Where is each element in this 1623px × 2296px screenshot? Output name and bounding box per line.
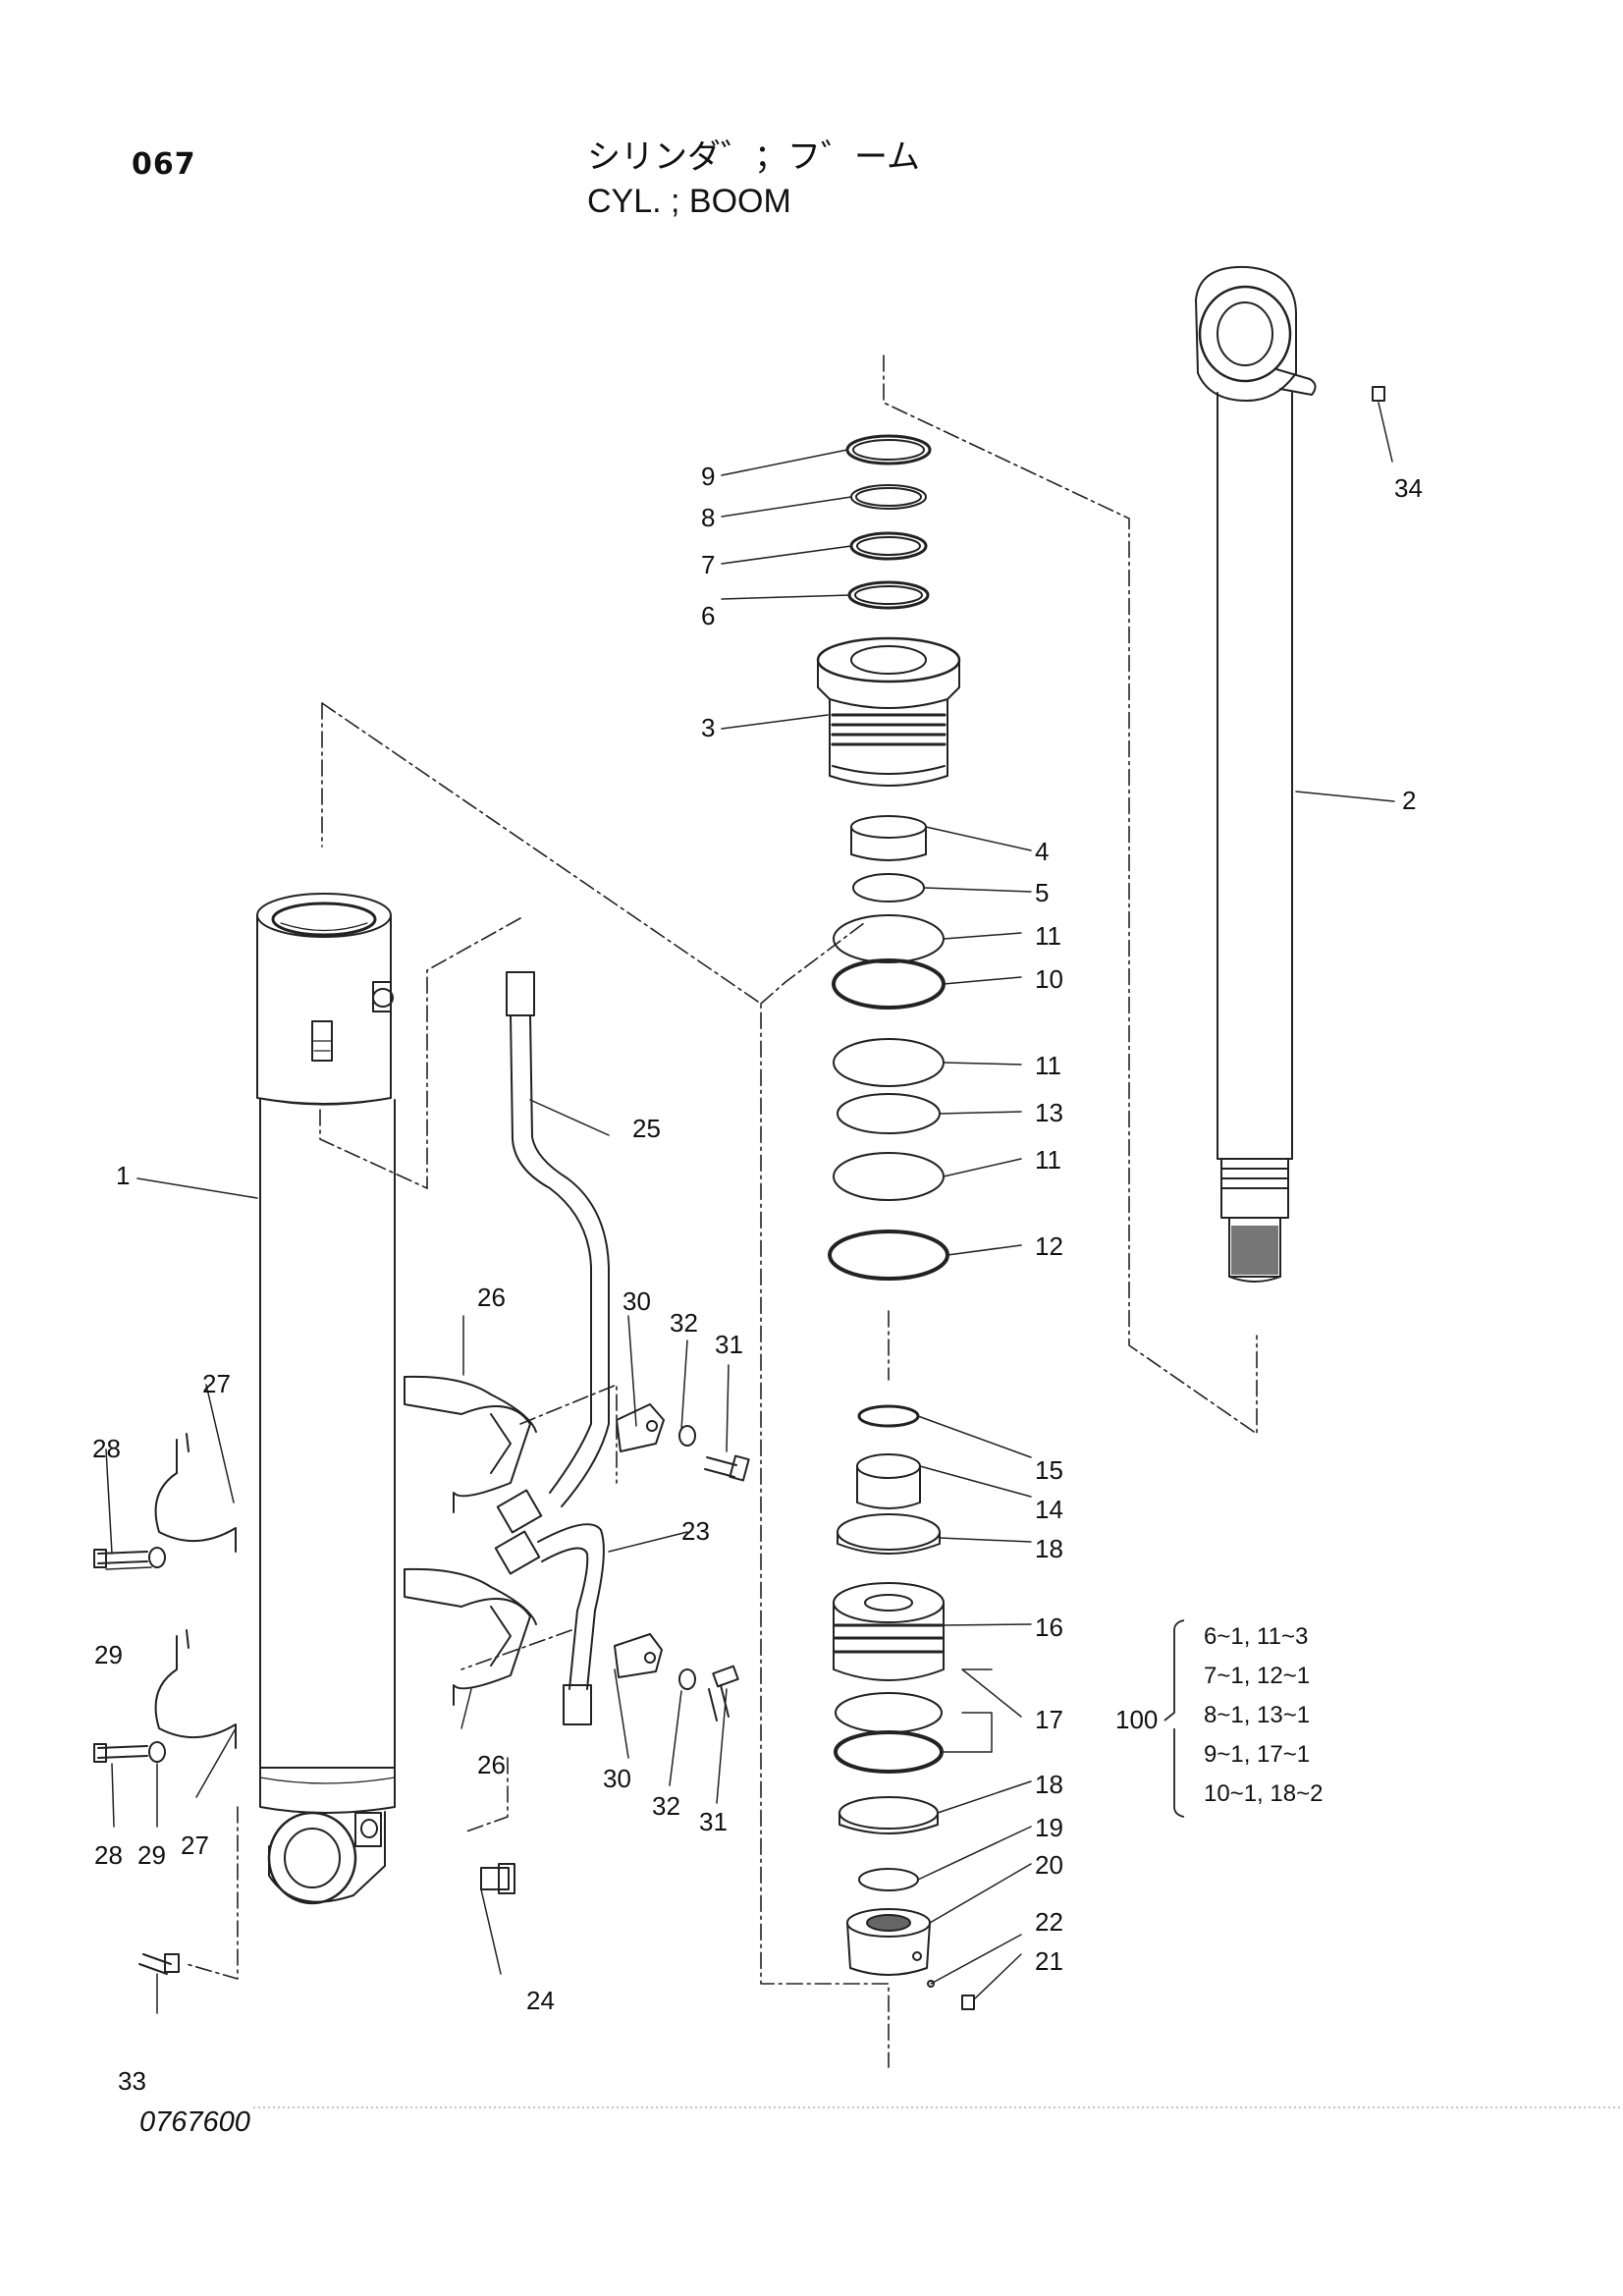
rod-head-part	[816, 636, 961, 787]
pipes	[494, 971, 610, 1725]
seal-stack-middle	[828, 815, 949, 1281]
callout-5: 5	[1035, 878, 1049, 907]
drawing-number: 0767600	[139, 2106, 250, 2138]
callout-labels: 1 2 3 4 5 6 7 8 9 10 11 11 11 12 13 14 1…	[92, 462, 1423, 2096]
callout-8: 8	[701, 503, 715, 532]
callout-4: 4	[1035, 837, 1049, 866]
callout-30-b: 30	[603, 1764, 631, 1793]
callout-2: 2	[1402, 786, 1416, 815]
callout-7: 7	[701, 550, 715, 579]
callout-19: 19	[1035, 1813, 1063, 1842]
seal-kit-entry: 7~1, 12~1	[1204, 1663, 1310, 1689]
callout-29-b: 29	[137, 1840, 166, 1870]
assembly-guide-lines	[186, 355, 1258, 2068]
callout-23: 23	[681, 1516, 710, 1546]
callout-21: 21	[1035, 1946, 1063, 1976]
title-japanese: シリンダ゛；フ゛ーム	[587, 137, 920, 177]
callout-11-b: 11	[1035, 1051, 1061, 1080]
callout-1: 1	[116, 1161, 130, 1190]
callout-3: 3	[701, 713, 715, 742]
callout-10: 10	[1035, 964, 1063, 994]
callout-11-a: 11	[1035, 921, 1061, 951]
seal-kit-label: 100	[1115, 1705, 1158, 1734]
callout-9: 9	[701, 462, 715, 491]
seal-kit-entry: 10~1, 18~2	[1204, 1780, 1323, 1807]
callout-15: 15	[1035, 1455, 1063, 1485]
piston-stack-lower	[833, 1404, 975, 2010]
callout-18-b: 18	[1035, 1770, 1063, 1799]
cylinder-tube-part	[256, 893, 396, 1905]
callout-30-a: 30	[622, 1286, 651, 1316]
seal-kit-entry: 9~1, 17~1	[1204, 1741, 1310, 1768]
clamps-and-brackets	[154, 1375, 665, 1749]
callout-31-b: 31	[699, 1807, 728, 1836]
callout-24: 24	[526, 1986, 555, 2015]
callout-27-b: 27	[181, 1831, 209, 1860]
callout-31-a: 31	[715, 1330, 743, 1359]
page-number: 067	[132, 147, 196, 182]
seal-kit-group: 100 6~1, 11~3 7~1, 12~1 8~1, 13~1 9~1, 1…	[1115, 1619, 1323, 1818]
callout-27-a: 27	[202, 1369, 231, 1398]
callout-25: 25	[632, 1114, 661, 1143]
callout-29-a: 29	[94, 1640, 123, 1669]
small-hardware	[93, 386, 1385, 1975]
callout-28-a: 28	[92, 1434, 121, 1463]
callout-22: 22	[1035, 1907, 1063, 1937]
callout-14: 14	[1035, 1495, 1063, 1524]
callout-16: 16	[1035, 1613, 1063, 1642]
leader-lines	[105, 402, 1395, 2014]
callout-13: 13	[1035, 1098, 1063, 1127]
callout-11-c: 11	[1035, 1145, 1061, 1175]
callout-28-b: 28	[94, 1840, 123, 1870]
callout-6: 6	[701, 601, 715, 630]
callout-20: 20	[1035, 1850, 1063, 1880]
callout-12: 12	[1035, 1231, 1063, 1261]
callout-33: 33	[118, 2066, 146, 2096]
callout-17: 17	[1035, 1705, 1063, 1734]
callout-34: 34	[1394, 473, 1423, 503]
seal-kit-entry: 8~1, 13~1	[1204, 1702, 1310, 1728]
ring-stack-upper	[845, 434, 932, 610]
callout-26-a: 26	[477, 1283, 506, 1312]
callout-32-b: 32	[652, 1791, 680, 1821]
callout-18-a: 18	[1035, 1534, 1063, 1563]
seal-kit-entry: 6~1, 11~3	[1204, 1623, 1308, 1650]
piston-rod-part	[1195, 265, 1317, 1283]
callout-26-b: 26	[477, 1750, 506, 1779]
title-english: CYL. ; BOOM	[587, 183, 791, 220]
callout-32-a: 32	[670, 1308, 698, 1338]
